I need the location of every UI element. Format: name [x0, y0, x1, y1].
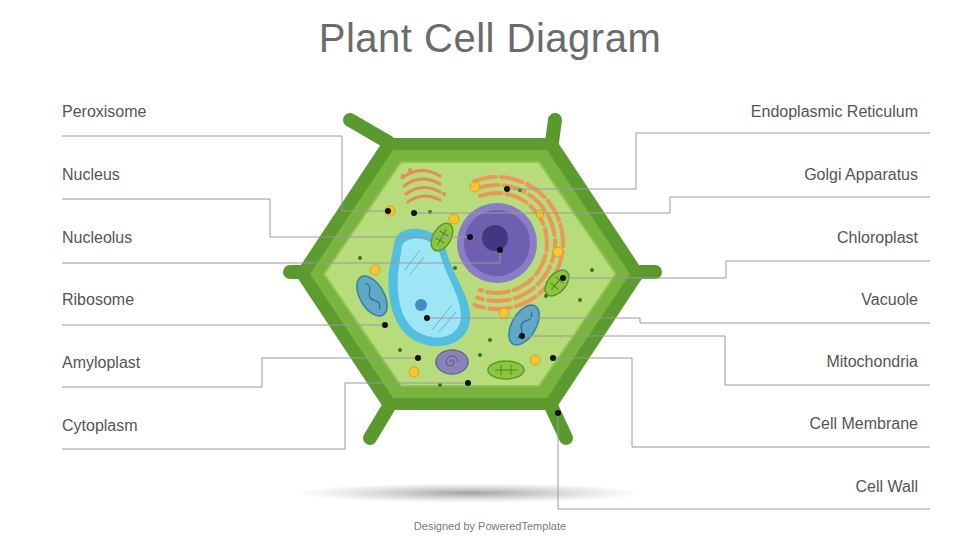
mitochondria: [351, 271, 546, 350]
part-label: Cell Membrane: [810, 415, 918, 433]
nucleus: [457, 203, 537, 283]
diagram-title: Plant Cell Diagram: [319, 16, 661, 61]
part-label: Vacuole: [861, 291, 918, 309]
peroxisomes: [370, 182, 563, 377]
leader-lines: [62, 133, 930, 509]
part-label: Mitochondria: [826, 353, 918, 371]
part-label: Nucleolus: [62, 229, 132, 247]
leader-dots: [382, 186, 566, 416]
part-label: Cell Wall: [855, 478, 918, 496]
part-label: Ribosome: [62, 291, 134, 309]
chloroplasts: [427, 220, 574, 379]
golgi-apparatus: [401, 168, 446, 202]
part-label: Cytoplasm: [62, 417, 138, 435]
amyloplast: [436, 350, 468, 374]
part-label: Nucleus: [62, 166, 120, 184]
ribosomes: [358, 188, 594, 387]
part-label: Peroxisome: [62, 103, 146, 121]
cell-wall: [295, 138, 645, 410]
credit-caption: Designed by PoweredTemplate: [414, 520, 566, 532]
drop-shadow: [295, 483, 645, 503]
part-label: Amyloplast: [62, 354, 140, 372]
part-label: Endoplasmic Reticulum: [751, 103, 918, 121]
part-label: Golgi Apparatus: [804, 166, 918, 184]
part-label: Chloroplast: [837, 229, 918, 247]
